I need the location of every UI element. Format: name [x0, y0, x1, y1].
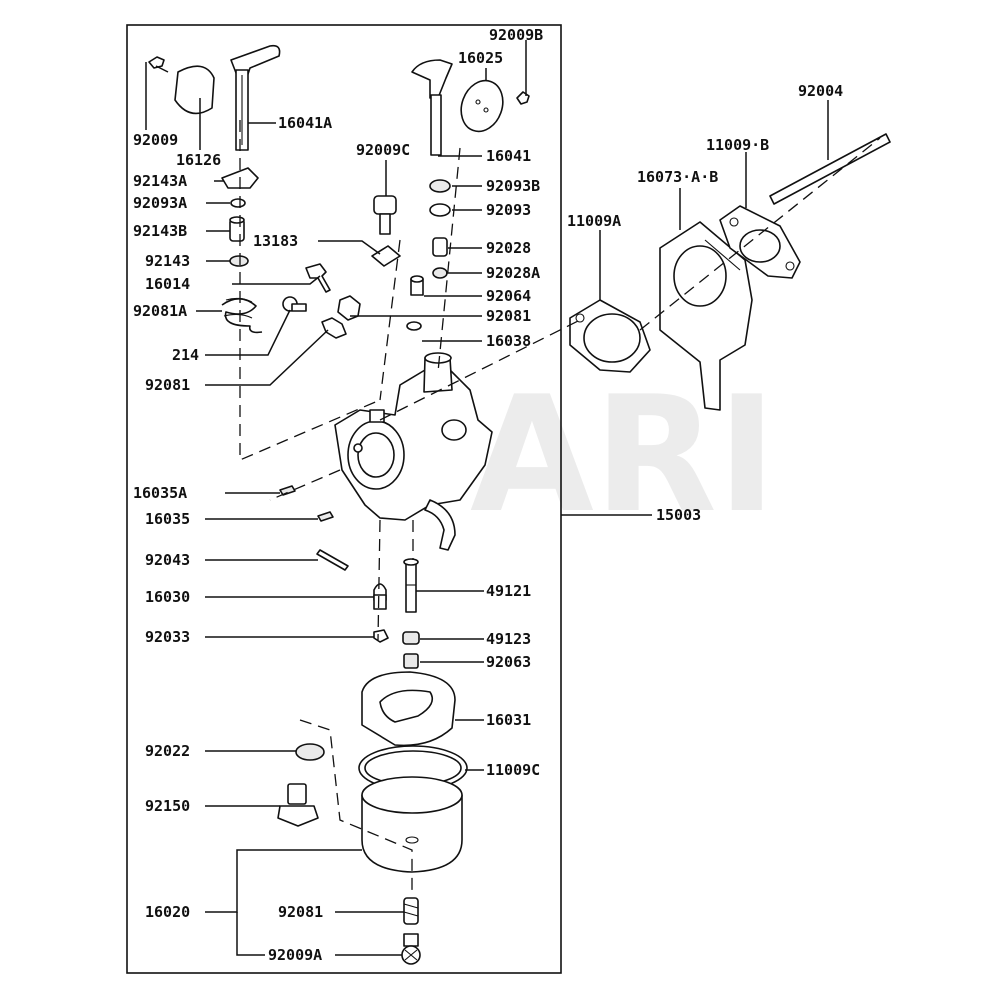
callout-labels: 92009B 16025 92004 16041A 92009 11009·B …: [133, 26, 843, 964]
part-92004-stud: [769, 133, 891, 205]
label-16073AB: 16073·A·B: [637, 168, 718, 186]
part-92028-jet: [432, 237, 448, 257]
part-49123-jet: [402, 631, 420, 645]
label-92081A: 92081A: [133, 302, 187, 320]
part-92143B-bushing: [229, 216, 245, 242]
part-16035-screw: [317, 511, 334, 522]
label-49121: 49121: [486, 582, 531, 600]
label-92064: 92064: [486, 287, 531, 305]
part-16073-insulator: [659, 221, 753, 411]
part-16031-float: [361, 671, 456, 747]
label-92081-mid: 92081: [486, 307, 531, 325]
label-214: 214: [172, 346, 199, 364]
label-92009C: 92009C: [356, 141, 410, 159]
part-92043-pin: [316, 549, 349, 571]
part-92093A-ring: [230, 198, 246, 208]
label-92063: 92063: [486, 653, 531, 671]
label-92150: 92150: [145, 797, 190, 815]
watermark: ARI: [470, 361, 777, 548]
part-92028A-oring: [432, 267, 448, 279]
part-15003-carburetor-body: [334, 352, 493, 551]
label-15003: 15003: [656, 506, 701, 524]
part-214-screw: [282, 296, 307, 312]
part-16126-plate: [174, 65, 215, 115]
label-92093: 92093: [486, 201, 531, 219]
label-16126: 16126: [176, 151, 221, 169]
part-13183-clip: [371, 245, 401, 267]
label-49123: 49123: [486, 630, 531, 648]
part-92081-spring-small: [321, 317, 347, 339]
part-16025-plate: [460, 79, 504, 133]
part-92022-washer: [295, 743, 325, 761]
part-92143-washer: [229, 255, 249, 267]
part-92150-bolt: [277, 783, 319, 827]
label-16020: 16020: [145, 903, 190, 921]
label-92043: 92043: [145, 551, 190, 569]
part-11009A-gasket: [569, 299, 651, 373]
label-92004: 92004: [798, 82, 843, 100]
label-16035: 16035: [145, 510, 190, 528]
part-92009C-screw: [373, 195, 397, 235]
part-16041-shaft: [411, 59, 453, 156]
part-16030-needle: [373, 583, 387, 610]
label-16025: 16025: [458, 49, 503, 67]
label-11009C: 11009C: [486, 761, 540, 779]
part-92009B-screw: [516, 91, 530, 105]
label-92009: 92009: [133, 131, 178, 149]
part-49121-emulsion-tube: [403, 558, 419, 613]
label-92081-left: 92081: [145, 376, 190, 394]
label-16031: 16031: [486, 711, 531, 729]
part-92081-spring-bottom: [403, 897, 419, 925]
part-92081A-spring: [221, 297, 263, 334]
label-16035A: 16035A: [133, 484, 187, 502]
label-92022: 92022: [145, 742, 190, 760]
part-92033-clip: [373, 629, 389, 643]
part-92063-jet: [403, 653, 419, 669]
part-16035A-screw: [279, 485, 296, 496]
leader-lines: [145, 40, 829, 956]
label-92081-bottom: 92081: [278, 903, 323, 921]
label-13183: 13183: [253, 232, 298, 250]
label-92009A: 92009A: [268, 946, 322, 964]
label-92093B: 92093B: [486, 177, 540, 195]
label-92143B: 92143B: [133, 222, 187, 240]
diagram-frame: [126, 24, 562, 974]
part-11009B-gasket: [719, 205, 801, 279]
part-16038-oring: [406, 321, 422, 331]
label-92093A: 92093A: [133, 194, 187, 212]
assembly-guides: [239, 120, 881, 890]
label-92033: 92033: [145, 628, 190, 646]
label-92143A: 92143A: [133, 172, 187, 190]
label-11009A: 11009A: [567, 212, 621, 230]
label-16038: 16038: [486, 332, 531, 350]
label-92028: 92028: [486, 239, 531, 257]
part-92009A-screw: [401, 933, 421, 965]
label-11009B: 11009·B: [706, 136, 769, 154]
part-16041A-shaft: [230, 44, 281, 151]
label-16041: 16041: [486, 147, 531, 165]
label-92028A: 92028A: [486, 264, 540, 282]
label-16014: 16014: [145, 275, 190, 293]
label-92143: 92143: [145, 252, 190, 270]
part-92064-jet: [410, 275, 424, 296]
part-16020-float-bowl: [361, 776, 463, 873]
part-92093-washer: [429, 203, 451, 217]
part-92093B-washer: [429, 179, 451, 193]
label-16030: 16030: [145, 588, 190, 606]
label-16041A: 16041A: [278, 114, 332, 132]
label-92009B: 92009B: [489, 26, 543, 44]
part-92009-screw: [148, 56, 169, 73]
